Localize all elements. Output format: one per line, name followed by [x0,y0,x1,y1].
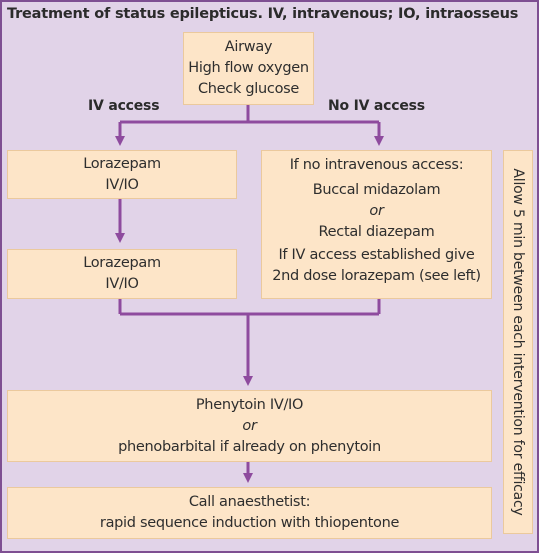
phenytoin-box: Phenytoin IV/IO or phenobarbital if alre… [7,390,492,462]
iv-established-note: If IV access established give [278,247,475,263]
second-dose-note: 2nd dose lorazepam (see left) [272,268,481,284]
diagram-title: Treatment of status epilepticus. IV, int… [7,6,519,22]
side-note-box [503,150,533,534]
start-box-line: High flow oxygen [188,60,309,76]
no-iv-access-box: If no intravenous access: Buccal midazol… [261,150,492,299]
rapid-sequence-line: rapid sequence induction with thiopenton… [99,515,400,531]
lorazepam-box-2-route: IV/IO [105,276,139,292]
lorazepam-box-1-drug: Lorazepam [83,155,161,172]
phenobarbital-line: phenobarbital if already on phenytoin [118,438,381,455]
anaesthetist-box: Call anaesthetist: rapid sequence induct… [7,487,492,539]
no-iv-access-heading: If no intravenous access: [289,157,464,173]
rectal-diazepam: Rectal diazepam [318,224,435,240]
lorazepam-box-2-drug: Lorazepam [83,255,161,271]
start-box-line: Check glucose [197,81,300,97]
branch-label-iv-access: IV access [88,98,160,114]
lorazepam-box-1-route: IV/IO [105,176,139,193]
or-text: or [369,203,384,219]
start-box-line: Airway [224,39,273,55]
call-anaesthetist-line: Call anaesthetist: [188,494,311,510]
or-text: or [242,417,257,434]
side-note-text: Allow 5 min between each intervention fo… [510,168,526,516]
phenytoin-line: Phenytoin IV/IO [195,396,304,413]
start-box: Airway High flow oxygen Check glucose [183,32,314,105]
branch-label-no-iv-access: No IV access [328,98,425,114]
buccal-midazolam: Buccal midazolam [312,182,441,198]
lorazepam-box-1: Lorazepam IV/IO [7,150,237,199]
lorazepam-box-2: Lorazepam IV/IO [7,249,237,299]
